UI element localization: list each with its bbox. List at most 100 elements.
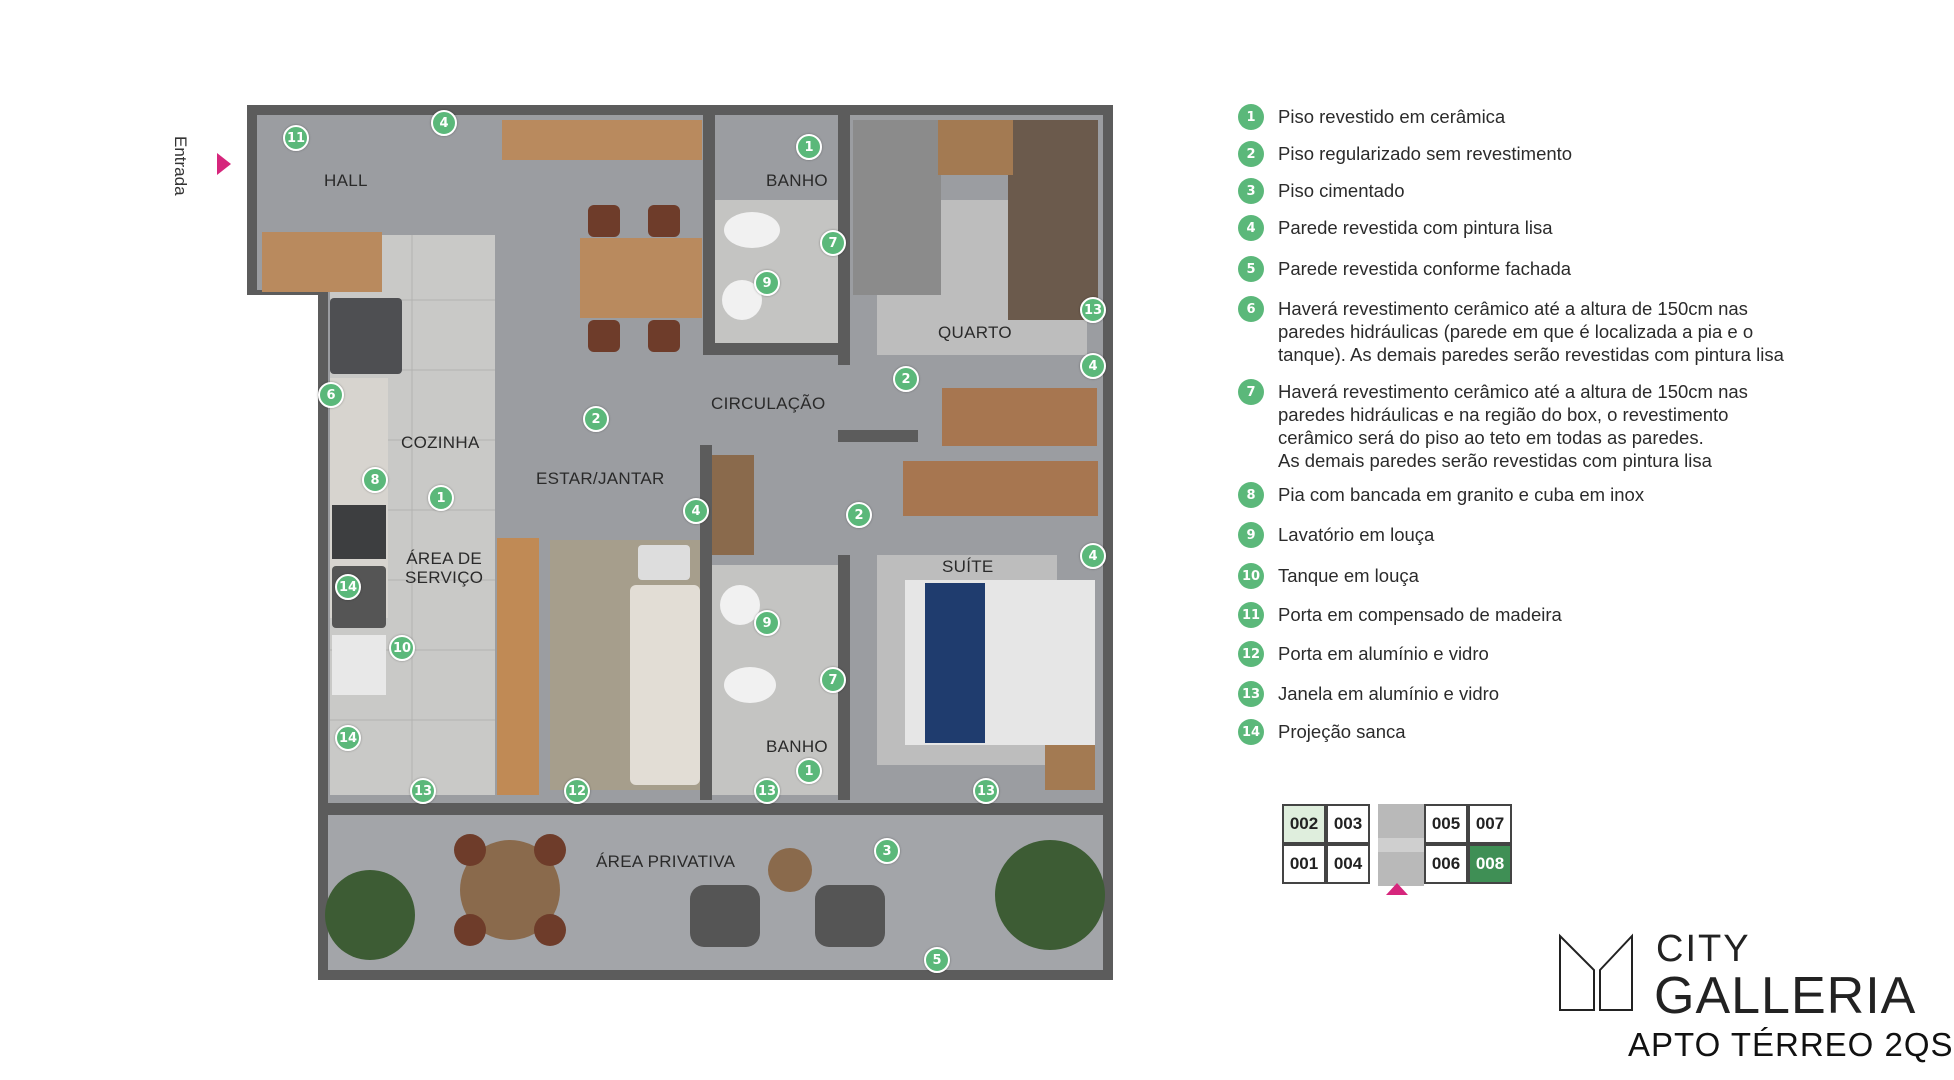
legend-text: Pia com bancada em granito e cuba em ino…	[1278, 484, 1645, 505]
plan-marker: 6	[318, 382, 344, 408]
legend-text: Piso regularizado sem revestimento	[1278, 143, 1573, 164]
unit-cell: 004	[1326, 844, 1370, 884]
sofa	[630, 585, 700, 785]
legend-text: Parede revestida conforme fachada	[1278, 258, 1572, 279]
plan-marker: 11	[283, 125, 309, 151]
plan-marker: 13	[410, 778, 436, 804]
room-label-area-servico: ÁREA DE SERVIÇO	[405, 549, 483, 587]
plan-marker: 7	[820, 667, 846, 693]
divider-wood	[497, 538, 539, 795]
plan-marker: 14	[335, 725, 361, 751]
unit-cell: 002	[1282, 804, 1326, 844]
plan-marker: 4	[1080, 543, 1106, 569]
room-label-cozinha: COZINHA	[401, 433, 480, 452]
armchair-2	[815, 885, 885, 947]
niche-shelf	[712, 455, 754, 555]
legend-item: 1 Piso revestido em cerâmica	[1238, 104, 1505, 130]
plan-marker: 14	[335, 574, 361, 600]
entrance-arrow-icon	[217, 153, 231, 175]
legend-item: 13 Janela em alumínio e vidro	[1238, 681, 1499, 707]
unit-cell: 006	[1424, 844, 1468, 884]
legend-number: 5	[1238, 256, 1264, 282]
unit-cell: 005	[1424, 804, 1468, 844]
legend-text: Projeção sanca	[1278, 721, 1406, 742]
plan-marker: 5	[924, 947, 950, 973]
plan-marker: 4	[431, 110, 457, 136]
quarto-bed-left	[853, 120, 941, 295]
room-label-hall: HALL	[324, 171, 368, 190]
plan-marker: 13	[1080, 297, 1106, 323]
side-table	[768, 848, 812, 892]
bathroom-top-wall	[703, 115, 715, 355]
room-label-banho-bottom: BANHO	[766, 737, 828, 756]
plan-marker: 2	[846, 502, 872, 528]
legend-text: Parede revestida com pintura lisa	[1278, 217, 1553, 238]
brand-block: CITY GALLERIA APTO TÉRREO 2QS	[1556, 924, 1953, 1074]
room-label-area-servico-line1: ÁREA DE	[406, 549, 483, 568]
legend-number: 13	[1238, 681, 1264, 707]
plan-marker: 1	[428, 485, 454, 511]
legend-item: 10 Tanque em louça	[1238, 563, 1419, 589]
sink-bottom	[720, 585, 760, 625]
quarto-bed-right	[1008, 120, 1098, 320]
toilet-top	[724, 212, 780, 248]
plan-marker: 9	[754, 270, 780, 296]
plant-left	[325, 870, 415, 960]
plant-right	[995, 840, 1105, 950]
plan-marker: 10	[389, 635, 415, 661]
brand-galleria: GALLERIA	[1654, 967, 1917, 1025]
toilet-bottom	[724, 667, 776, 703]
legend-number: 4	[1238, 215, 1264, 241]
floor-plan-drawing	[247, 105, 1113, 980]
legend-item: 7 Haverá revestimento cerâmico até a alt…	[1238, 379, 1748, 472]
entrance-label: Entrada	[171, 136, 190, 196]
legend-item: 14 Projeção sanca	[1238, 719, 1406, 745]
plan-marker: 12	[564, 778, 590, 804]
legend-item: 8 Pia com bancada em granito e cuba em i…	[1238, 482, 1644, 508]
plan-marker: 2	[893, 366, 919, 392]
plan-marker: 2	[583, 406, 609, 432]
legend-number: 12	[1238, 641, 1264, 667]
room-label-banho-top: BANHO	[766, 171, 828, 190]
legend-number: 7	[1238, 379, 1264, 405]
legend-item: 2 Piso regularizado sem revestimento	[1238, 141, 1572, 167]
legend-item: 3 Piso cimentado	[1238, 178, 1404, 204]
armchair-1	[690, 885, 760, 947]
sink-top	[722, 280, 762, 320]
legend-text: Lavatório em louça	[1278, 524, 1435, 545]
legend-number: 2	[1238, 141, 1264, 167]
plan-marker: 8	[362, 467, 388, 493]
brand-city: CITY	[1656, 928, 1751, 970]
legend-text: Haverá revestimento cerâmico até a altur…	[1278, 381, 1748, 471]
key-plan-corridor-h	[1378, 838, 1424, 852]
unit-cell-selected: 008	[1468, 844, 1512, 884]
unit-cell: 003	[1326, 804, 1370, 844]
room-label-circulacao: CIRCULAÇÃO	[711, 394, 826, 413]
room-label-estar-jantar: ESTAR/JANTAR	[536, 469, 665, 488]
legend-number: 9	[1238, 522, 1264, 548]
wall-circ-1	[838, 430, 918, 442]
unit-cell: 001	[1282, 844, 1326, 884]
fridge	[330, 298, 402, 374]
legend-item: 4 Parede revestida com pintura lisa	[1238, 215, 1553, 241]
legend-item: 11 Porta em compensado de madeira	[1238, 602, 1562, 628]
plan-marker: 7	[820, 230, 846, 256]
key-plan: 002 003 005 007 001 004 006 008	[1282, 804, 1512, 895]
legend-number: 6	[1238, 296, 1264, 322]
legend-text: Haverá revestimento cerâmico até a altur…	[1278, 298, 1784, 365]
room-label-suite: SUÍTE	[942, 557, 994, 576]
room-label-quarto: QUARTO	[938, 323, 1012, 342]
bathroom-bottom-wall-left	[700, 560, 712, 800]
plan-marker: 1	[796, 758, 822, 784]
hall-counter	[262, 232, 382, 292]
unit-cell: 007	[1468, 804, 1512, 844]
top-shelf	[502, 120, 702, 160]
city-galleria-logo-icon	[1559, 933, 1633, 1011]
tank	[332, 635, 386, 695]
plan-marker: 4	[1080, 353, 1106, 379]
legend-item: 6 Haverá revestimento cerâmico até a alt…	[1238, 296, 1784, 366]
legend-number: 14	[1238, 719, 1264, 745]
legend-text: Piso cimentado	[1278, 180, 1405, 201]
suite-blanket	[925, 583, 985, 743]
legend-number: 10	[1238, 563, 1264, 589]
